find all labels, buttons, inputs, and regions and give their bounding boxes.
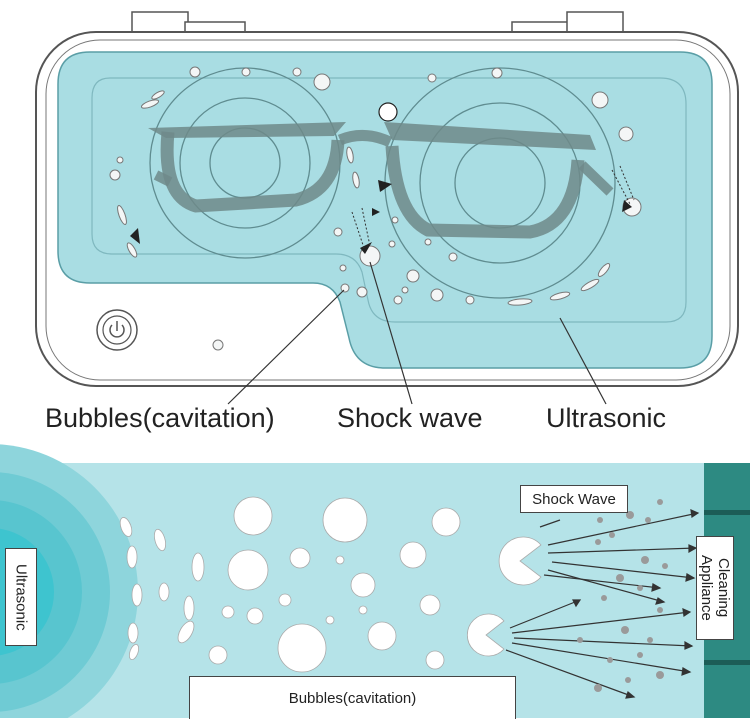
label-bubbles-cavitation-box: Bubbles(cavitation) [189, 676, 516, 719]
shock-bubble-top [378, 102, 398, 122]
label-ultrasonic-source: Ultrasonic [5, 548, 37, 646]
cavitation-mechanism [0, 444, 750, 718]
label-cleaning-appliance: Cleaning Appliance [696, 536, 734, 640]
debris-particles [577, 499, 668, 692]
tank-inner-outline [91, 77, 687, 323]
bottom-bubbles [208, 496, 461, 673]
eyeglasses [148, 122, 614, 239]
ultrasonic-source [0, 444, 138, 718]
label-ultrasonic: Ultrasonic [546, 403, 667, 433]
device-body-inner [45, 39, 731, 381]
power-icon [109, 321, 125, 338]
bottom-shockwave-bubbles [467, 536, 542, 657]
top-bubble-shards [117, 90, 611, 306]
bottom-bubble-shards [119, 517, 205, 661]
shockwave-dotted-lines [351, 165, 635, 249]
top-pointer-lines [227, 261, 607, 405]
label-shock-wave-box: Shock Wave [520, 485, 628, 513]
ultrasonic-cleaner-device [35, 11, 739, 405]
shockwave-arrows [505, 509, 700, 699]
label-shock-wave: Shock wave [337, 403, 483, 433]
label-bubbles-cavitation: Bubbles(cavitation) [45, 403, 275, 433]
